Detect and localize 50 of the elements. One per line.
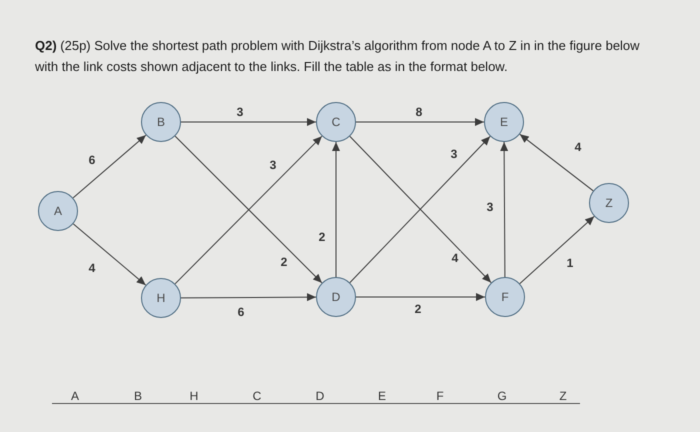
edge-label: 4 <box>572 140 584 154</box>
table-column-header: C <box>252 389 262 403</box>
graph-node-circle <box>484 102 524 142</box>
table-column-header: B <box>134 389 142 403</box>
table-column-header: A <box>71 389 79 403</box>
edge-label: 2 <box>412 302 424 316</box>
node-letter: F <box>501 291 509 303</box>
edge-label: 6 <box>86 153 98 167</box>
table-column-header: D <box>316 389 324 403</box>
arrow <box>72 134 146 198</box>
node-letter: C <box>332 116 340 128</box>
table-column-header: G <box>497 389 507 403</box>
graph-node-circle <box>141 102 181 142</box>
graph-node-circle <box>589 183 629 223</box>
arrow <box>356 293 486 301</box>
graph-node-circle <box>316 102 356 142</box>
edge-label: 8 <box>414 105 424 119</box>
table-column-header: F <box>436 389 444 403</box>
arrow <box>72 223 146 286</box>
table-column-header: E <box>378 389 386 403</box>
edge-label: 4 <box>86 261 98 275</box>
edge-label: 2 <box>278 255 290 269</box>
arrow <box>356 118 484 126</box>
arrow <box>180 118 316 126</box>
edge-label: 1 <box>564 256 576 270</box>
arrow <box>500 142 508 278</box>
node-letter: Z <box>605 197 613 209</box>
graph-node-circle <box>316 277 356 317</box>
question-text: Q2) (25p) Solve the shortest path problem with Dijkstra’s algorithm from node A to Z in in the figure below with the link costs shown adjacent to the links. Fill the table as in the format below. <box>35 37 641 76</box>
arrow <box>180 293 316 302</box>
edge-label: 6 <box>236 305 246 319</box>
arrow <box>519 134 594 192</box>
node-letter: E <box>500 116 508 128</box>
arrow <box>519 216 595 284</box>
table-column-header: Z <box>559 389 567 403</box>
table-column-header: H <box>190 389 198 403</box>
node-letter: D <box>332 291 340 303</box>
graph-node-circle <box>485 277 525 317</box>
arrow <box>332 142 340 278</box>
edge-label: 3 <box>484 200 496 214</box>
node-letter: A <box>54 205 62 217</box>
graph-node-circle <box>38 191 78 231</box>
edge-label: 3 <box>448 147 460 161</box>
node-letter: H <box>156 292 166 304</box>
edge-label: 3 <box>268 158 278 172</box>
edge-label: 2 <box>316 230 328 244</box>
node-letter: B <box>156 116 165 128</box>
edge-label: 4 <box>450 251 460 265</box>
graph-node-circle <box>141 278 181 318</box>
edge-label: 3 <box>234 105 246 119</box>
